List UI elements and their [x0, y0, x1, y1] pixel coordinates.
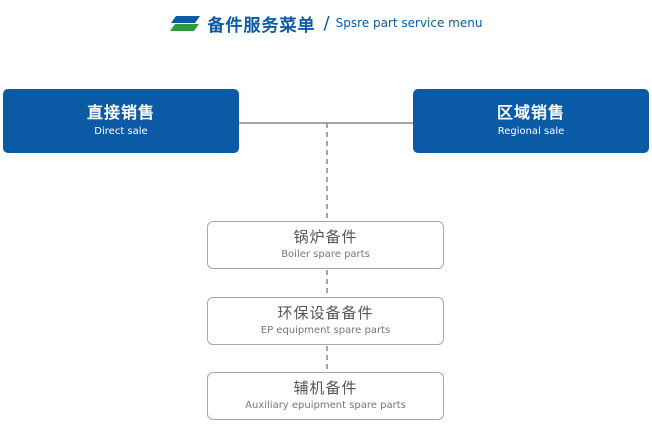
page-subtitle: Spsre part service menu [335, 16, 483, 30]
direct-sale-subtitle: Direct sale [94, 126, 148, 137]
auxiliary-equipment-parts-subtitle: Auxiliary epuipment spare parts [245, 400, 406, 411]
regional-sale-subtitle: Regional sale [497, 126, 565, 137]
ep-equipment-parts-title: 环保设备备件 [277, 304, 374, 322]
ep-equipment-parts-box[interactable]: 环保设备备件 EP equipment spare parts [207, 297, 444, 345]
boiler-parts-subtitle: Boiler spare parts [281, 249, 370, 260]
layered-stripes-icon [169, 16, 200, 31]
page-header: 备件服务菜单 / Spsre part service menu [0, 8, 652, 38]
title-separator: / [323, 12, 330, 34]
direct-sale-title: 直接销售 [86, 103, 155, 122]
direct-sale-box[interactable]: 直接销售 Direct sale [3, 89, 239, 153]
regional-sale-box[interactable]: 区域销售 Regional sale [413, 89, 649, 153]
auxiliary-equipment-parts-title: 辅机备件 [293, 379, 358, 397]
boiler-parts-box[interactable]: 锅炉备件 Boiler spare parts [207, 221, 444, 269]
auxiliary-equipment-parts-box[interactable]: 辅机备件 Auxiliary epuipment spare parts [207, 372, 444, 420]
regional-sale-title: 区域销售 [496, 103, 565, 122]
page-title: 备件服务菜单 [207, 15, 316, 36]
boiler-parts-title: 锅炉备件 [293, 228, 358, 246]
ep-equipment-parts-subtitle: EP equipment spare parts [260, 325, 391, 336]
